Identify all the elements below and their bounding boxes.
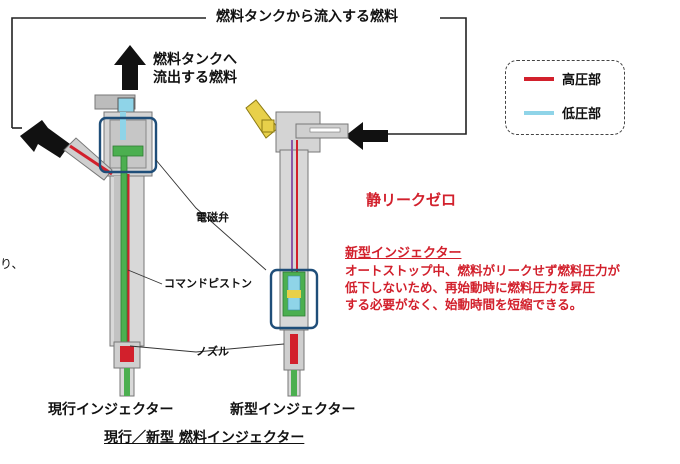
fuel-inflow-label: 燃料タンクから流入する燃料 [216, 9, 398, 25]
fuel-inflow-loop-line [11, 17, 206, 128]
command-piston-leader-line [127, 269, 163, 285]
legend-low-pressure-swatch [524, 111, 554, 115]
nozzle-label: ノズル [196, 345, 229, 358]
fuel-outflow-label-line2: 流出する燃料 [153, 70, 237, 86]
new-injector [245, 99, 349, 397]
legend-high-pressure-label: 高圧部 [562, 73, 602, 88]
new-injector-note-title: 新型インジェクター [345, 246, 462, 261]
current-solenoid-highlight [98, 116, 158, 174]
new-solenoid-highlight [269, 268, 319, 330]
legend-low-pressure-label: 低圧部 [562, 107, 602, 122]
new-injector-note-line3: する必要がなく、始動時間を短縮できる。 [345, 297, 583, 312]
legend-high-pressure-swatch [524, 77, 554, 81]
figure-caption: 現行／新型 燃料インジェクター [104, 430, 305, 446]
legend-box: 高圧部 低圧部 [505, 60, 625, 135]
fuel-outflow-label-line1: 燃料タンクへ [153, 52, 237, 68]
command-piston-label: コマンドピストン [164, 277, 252, 290]
left-edge-fragment: り、 [0, 257, 24, 271]
solenoid-label: 電磁弁 [196, 211, 229, 224]
fuel-inflow-loop-line-right [388, 17, 467, 135]
nozzle-leader-line [129, 343, 285, 353]
new-injector-note-line2: 低下しないため、再始動時に燃料圧力を昇圧 [345, 280, 596, 295]
inflow-arrow-left-icon [20, 120, 70, 158]
inflow-arrow-right-icon [345, 122, 388, 150]
static-leak-zero-label: 静リークゼロ [366, 191, 457, 209]
current-injector [63, 94, 158, 397]
new-injector-note-line1: オートストップ中、燃料がリークせず燃料圧力が [345, 263, 621, 278]
outflow-arrow-up-icon [114, 45, 146, 90]
current-injector-label: 現行インジェクター [48, 402, 174, 418]
new-injector-label: 新型インジェクター [230, 402, 356, 418]
solenoid-leader-line [155, 159, 267, 271]
